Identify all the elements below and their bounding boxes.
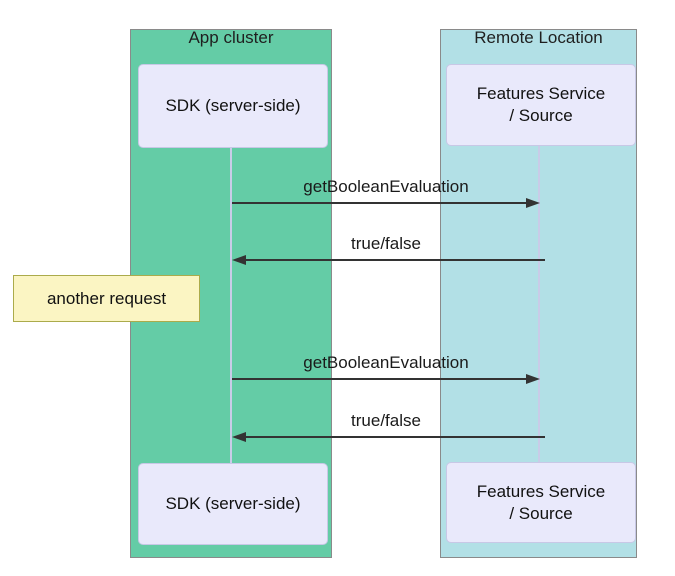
- actor-label-line2: / Source: [509, 106, 573, 125]
- actor-label: SDK (server-side): [165, 96, 301, 115]
- actor-label: SDK (server-side): [165, 494, 301, 513]
- lifeline-sdk: [230, 147, 232, 463]
- message-2-line: [245, 259, 545, 261]
- arrow-head-left-icon: [232, 432, 246, 442]
- arrow-head-left-icon: [232, 255, 246, 265]
- arrow-head-right-icon: [526, 374, 540, 384]
- message-1-line: [232, 202, 527, 204]
- lifeline-features-service: [538, 145, 540, 463]
- message-4-label: true/false: [351, 411, 421, 430]
- note-another-request: another request: [13, 275, 200, 322]
- group-label-remote-location: Remote Location: [474, 28, 603, 47]
- actor-label-line2: / Source: [509, 503, 573, 523]
- message-1-label: getBooleanEvaluation: [303, 177, 469, 196]
- actor-label-line1: Features Service: [476, 481, 606, 501]
- message-2-label: true/false: [351, 234, 421, 253]
- note-label: another request: [46, 288, 167, 308]
- message-3-label: getBooleanEvaluation: [303, 353, 469, 372]
- actor-box-sdk-bottom: SDK (server-side): [138, 463, 328, 545]
- arrow-head-right-icon: [526, 198, 540, 208]
- actor-box-features-bottom: Features Service / Source: [446, 462, 636, 543]
- message-3-line: [232, 378, 527, 380]
- actor-box-features-top: Features Service / Source: [446, 64, 636, 146]
- actor-box-sdk-top: SDK (server-side): [138, 64, 328, 148]
- message-4-line: [245, 436, 545, 438]
- actor-label-line1: Features Service: [476, 84, 606, 103]
- group-label-app-cluster: App cluster: [188, 28, 274, 47]
